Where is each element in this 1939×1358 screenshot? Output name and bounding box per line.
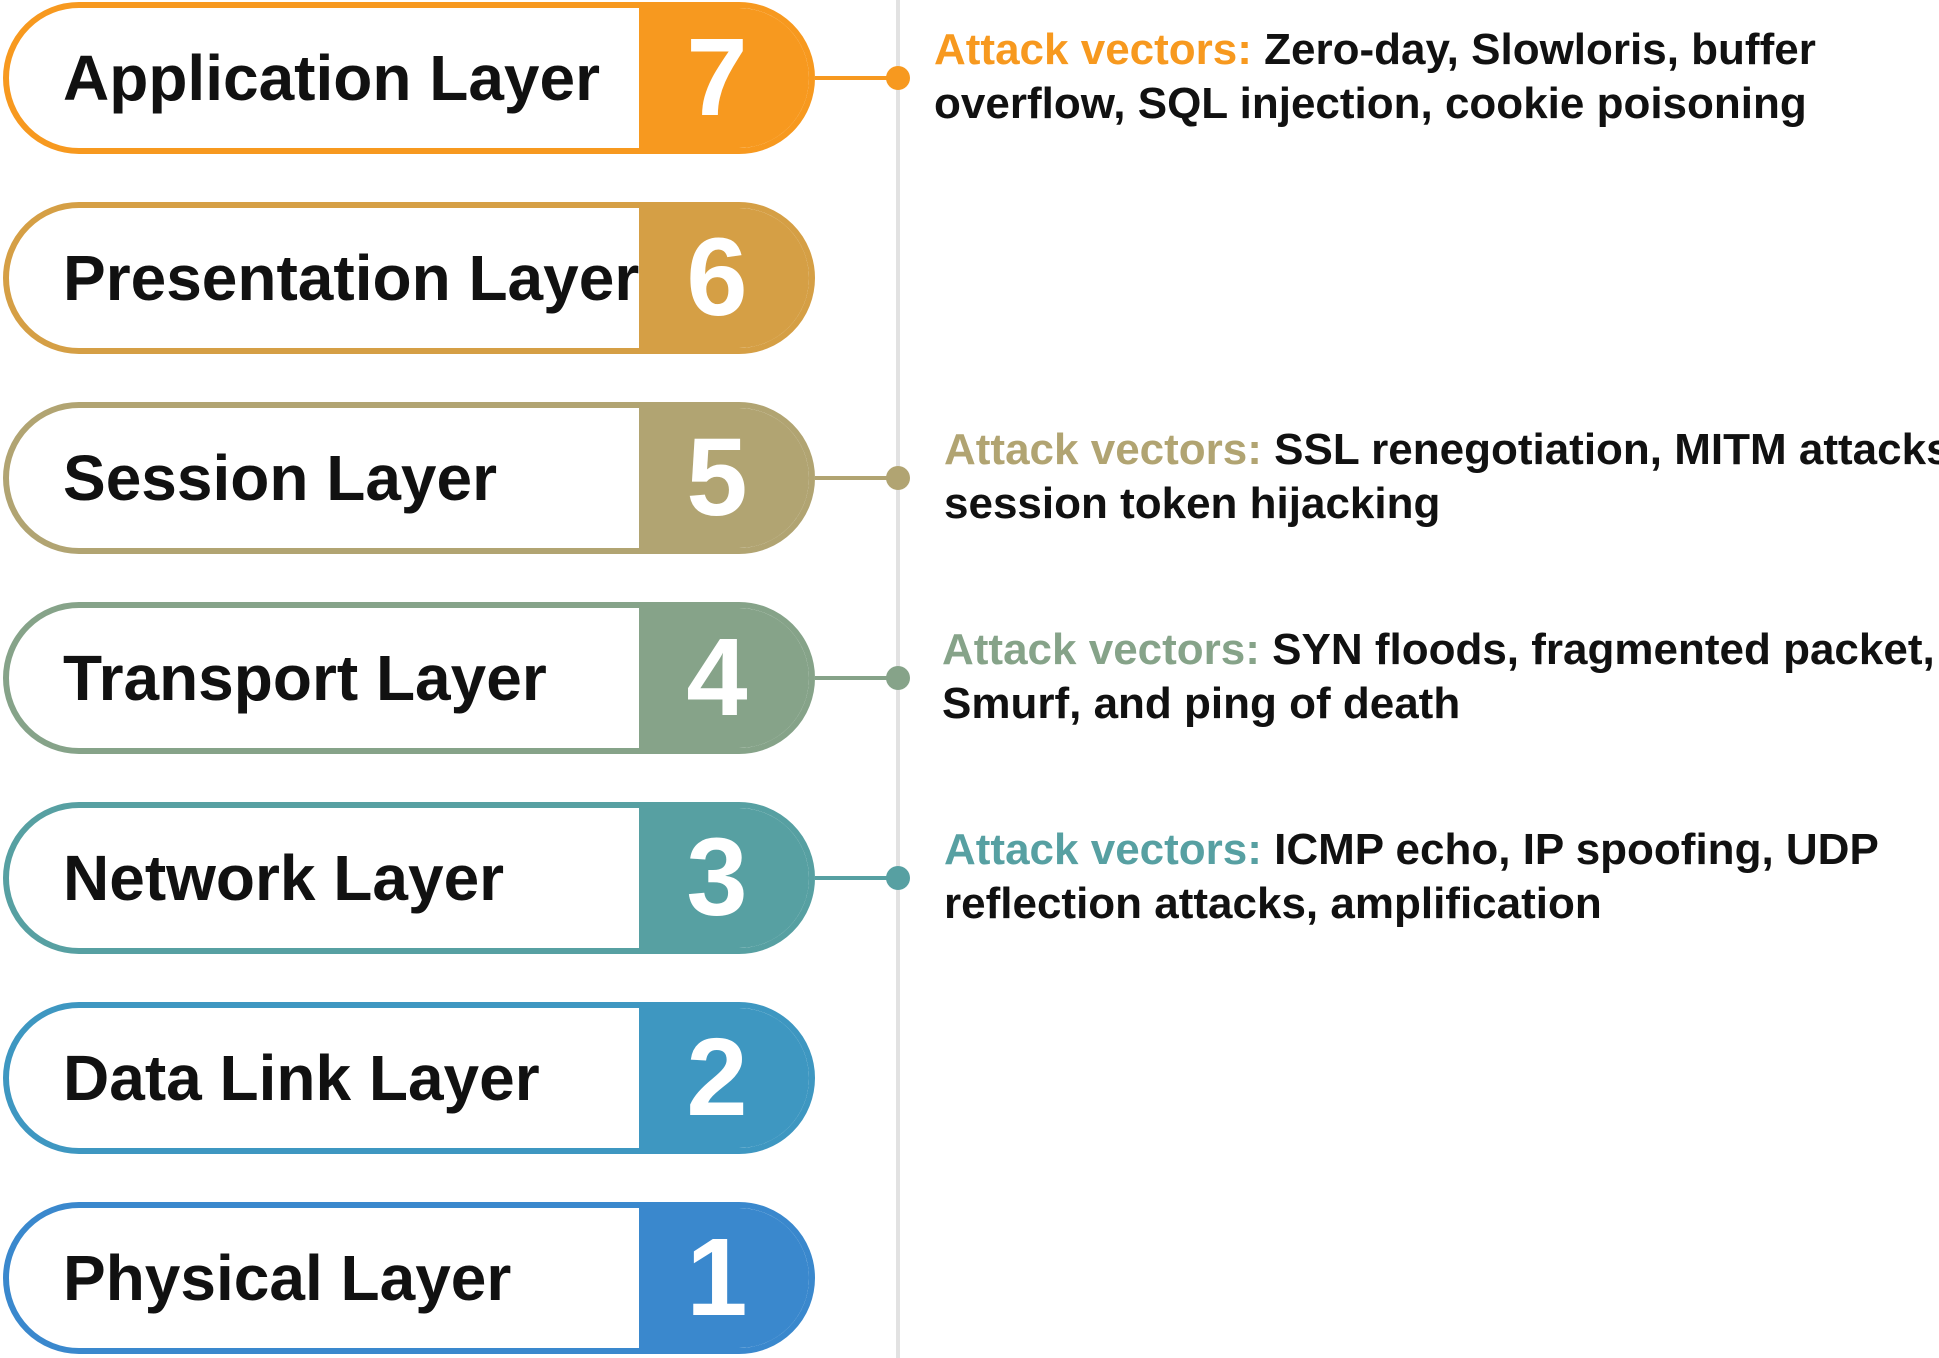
layer-network: Network Layer 3	[3, 802, 815, 954]
layer-badge: 1	[639, 1208, 809, 1348]
note-text: Zero-day, Slowloris, buffer	[1251, 25, 1816, 74]
layer-number: 6	[686, 216, 748, 339]
layer-number: 3	[686, 816, 748, 939]
layer-name: Presentation Layer	[63, 242, 640, 314]
layer-number: 7	[686, 16, 748, 139]
note-label: Attack vectors:	[944, 425, 1262, 474]
layer-name: Session Layer	[63, 442, 497, 514]
note-text: SSL renegotiation, MITM attacks,	[1261, 425, 1939, 474]
attack-note-transport: Attack vectors: SYN floods, fragmented p…	[942, 623, 1935, 731]
layer-name: Data Link Layer	[63, 1042, 540, 1114]
note-text: overflow, SQL injection, cookie poisonin…	[934, 79, 1807, 128]
layer-badge: 6	[639, 208, 809, 348]
layer-badge: 4	[639, 608, 809, 748]
layer-session: Session Layer 5	[3, 402, 815, 554]
layer-badge: 2	[639, 1008, 809, 1148]
connector-line-application	[815, 76, 897, 80]
connector-dot-application	[886, 66, 910, 90]
note-label: Attack vectors:	[944, 825, 1262, 874]
layer-name: Application Layer	[63, 42, 600, 114]
connector-line-session	[815, 476, 897, 480]
note-text: SYN floods, fragmented packet,	[1259, 625, 1935, 674]
attack-note-network: Attack vectors: ICMP echo, IP spoofing, …	[944, 823, 1879, 931]
attack-note-application: Attack vectors: Zero-day, Slowloris, buf…	[934, 23, 1816, 131]
layer-application: Application Layer 7	[3, 2, 815, 154]
connector-dot-network	[886, 866, 910, 890]
layer-number: 2	[686, 1016, 748, 1139]
layer-name: Transport Layer	[63, 642, 547, 714]
layer-name: Network Layer	[63, 842, 505, 914]
layer-number: 4	[686, 616, 748, 739]
connector-line-transport	[815, 676, 897, 680]
layer-number: 5	[686, 416, 748, 539]
layer-badge: 7	[639, 8, 809, 148]
layer-presentation: Presentation Layer 6	[3, 202, 815, 354]
note-text: reflection attacks, amplification	[944, 879, 1602, 928]
layer-name: Physical Layer	[63, 1242, 512, 1314]
layer-number: 1	[686, 1216, 748, 1339]
layer-badge: 5	[639, 408, 809, 548]
note-text: Smurf, and ping of death	[942, 679, 1461, 728]
connector-dot-session	[886, 466, 910, 490]
note-label: Attack vectors:	[942, 625, 1260, 674]
note-label: Attack vectors:	[934, 25, 1252, 74]
layer-badge: 3	[639, 808, 809, 948]
attack-note-session: Attack vectors: SSL renegotiation, MITM …	[944, 423, 1939, 531]
layer-transport: Transport Layer 4	[3, 602, 815, 754]
connector-line-network	[815, 876, 897, 880]
note-text: session token hijacking	[944, 479, 1441, 528]
note-text: ICMP echo, IP spoofing, UDP	[1261, 825, 1879, 874]
layer-physical: Physical Layer 1	[3, 1202, 815, 1354]
connector-dot-transport	[886, 666, 910, 690]
layer-data-link: Data Link Layer 2	[3, 1002, 815, 1154]
